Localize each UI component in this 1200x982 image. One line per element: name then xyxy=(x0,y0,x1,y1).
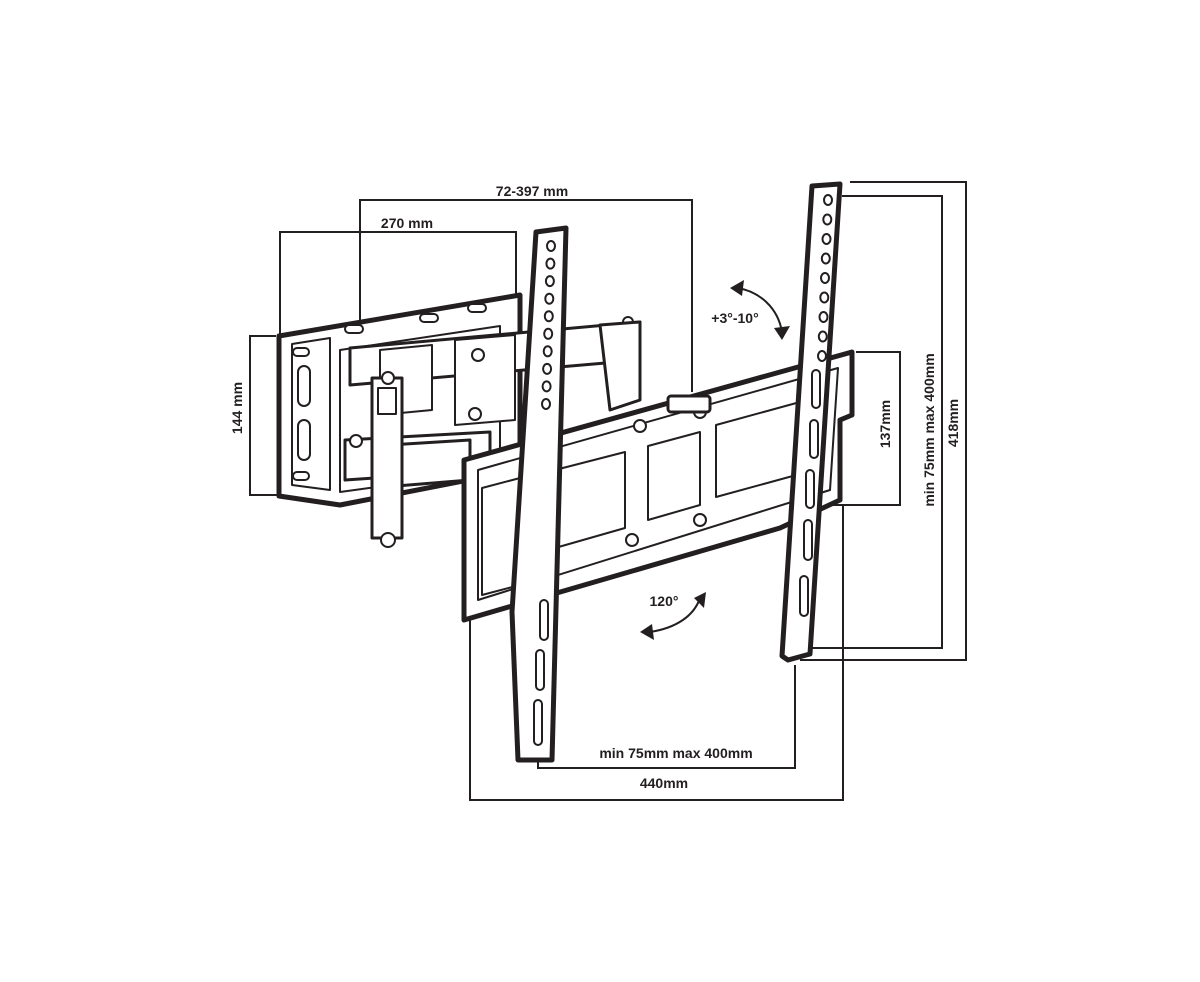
arm-length-label: 270 mm xyxy=(381,215,433,231)
mounting-hole xyxy=(544,275,555,288)
mounting-hole xyxy=(544,292,555,305)
mounting-hole xyxy=(542,362,553,375)
wall-plate-height-label: 144 mm xyxy=(229,382,245,434)
mounting-hole xyxy=(546,240,556,252)
vesa-horizontal-label: min 75mm max 400mm xyxy=(599,745,752,761)
mounting-hole xyxy=(822,213,833,226)
mounting-hole xyxy=(817,350,827,362)
swivel-arrow-icon xyxy=(640,592,706,640)
swing-arms xyxy=(343,316,642,548)
mounting-hole xyxy=(543,327,554,340)
mounting-hole xyxy=(819,291,830,304)
swivel-label: 120° xyxy=(650,593,679,609)
depth-range-label: 72-397 mm xyxy=(496,183,568,199)
vesa-vertical-label: min 75mm max 400mm xyxy=(921,353,937,506)
mounting-hole xyxy=(818,311,829,323)
overall-height-label: 418mm xyxy=(945,399,961,447)
tilt-label: +3°-10° xyxy=(711,310,758,326)
mounting-hole xyxy=(817,330,828,343)
mounting-hole xyxy=(820,252,831,265)
mounting-hole xyxy=(541,398,551,410)
cross-bar-height-label: 137mm xyxy=(877,400,893,448)
mounting-hole xyxy=(545,257,556,270)
overall-width-label: 440mm xyxy=(640,775,688,791)
mounting-hole xyxy=(541,380,552,393)
mounting-hole xyxy=(823,194,833,206)
mounting-hole xyxy=(542,345,553,358)
mounting-hole xyxy=(820,272,830,284)
left-vertical-bar xyxy=(509,225,569,763)
dimension-lines xyxy=(249,181,967,801)
right-vertical-bar xyxy=(779,181,843,663)
tv-plate xyxy=(461,349,855,623)
tilt-arrow-icon xyxy=(730,280,790,340)
mounting-hole xyxy=(543,310,554,323)
mounting-hole xyxy=(821,233,832,245)
